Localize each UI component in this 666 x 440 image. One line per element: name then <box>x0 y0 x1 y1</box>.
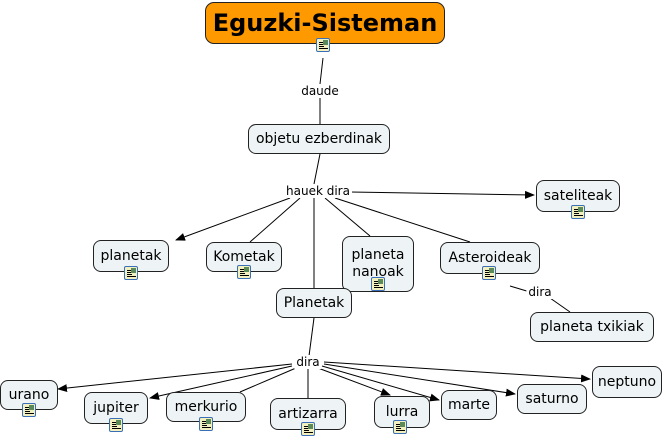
resource-icon[interactable] <box>237 265 251 279</box>
resource-icon[interactable] <box>124 266 138 280</box>
concept-sateliteak[interactable]: sateliteak <box>536 180 620 212</box>
link-hauek-dira[interactable]: hauek dira <box>284 184 352 198</box>
concept-urano[interactable]: urano <box>0 380 58 410</box>
link-dira-planetak[interactable]: dira <box>294 355 322 369</box>
resource-icon[interactable] <box>482 266 496 280</box>
concept-planeta-txikiak[interactable]: planeta txikiak <box>530 312 654 342</box>
resource-icon[interactable] <box>393 420 407 434</box>
resource-icon[interactable] <box>109 418 123 432</box>
concept-saturno[interactable]: saturno <box>517 384 587 414</box>
concept-planetak-2[interactable]: Planetak <box>276 288 352 318</box>
concept-marte[interactable]: marte <box>441 390 497 420</box>
concept-neptuno[interactable]: neptuno <box>592 366 662 398</box>
resource-icon[interactable] <box>316 38 330 52</box>
link-dira-asteroideak[interactable]: dira <box>526 285 554 299</box>
resource-icon[interactable] <box>301 422 315 436</box>
resource-icon[interactable] <box>199 417 213 431</box>
concept-objetu-ezberdinak[interactable]: objetu ezberdinak <box>248 124 390 154</box>
resource-icon[interactable] <box>571 205 585 219</box>
resource-icon[interactable] <box>22 403 36 417</box>
link-daude[interactable]: daude <box>299 84 341 98</box>
resource-icon[interactable] <box>371 277 385 291</box>
